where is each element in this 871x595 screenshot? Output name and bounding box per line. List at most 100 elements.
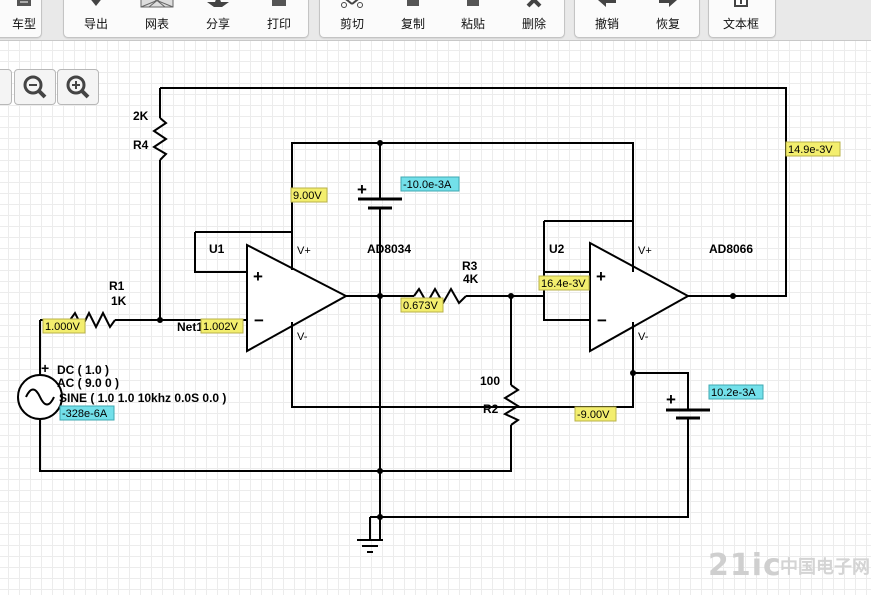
probe-v-9[interactable]: 9.00V (290, 187, 328, 203)
junction-dots (157, 140, 736, 520)
zoom-fit-button[interactable] (0, 69, 12, 105)
delete-label: 删除 (521, 17, 546, 31)
u2-minus: − (597, 311, 607, 330)
resistor-r2[interactable] (498, 384, 520, 426)
probe-v-9-text: 9.00V (293, 190, 322, 202)
watermark-logo: 21ic (708, 548, 782, 583)
zoom-out-icon (23, 75, 47, 99)
u1-part: AD8034 (367, 242, 411, 256)
probe-v-out-text: 14.9e-3V (788, 144, 833, 156)
resistor-r3[interactable] (413, 286, 467, 306)
probe-v-neg9-text: -9.00V (577, 409, 610, 421)
r4-value: 2K (133, 109, 149, 123)
delete-x-icon (526, 0, 542, 8)
undo-label: 撤销 (594, 17, 619, 31)
share-button[interactable]: 分享 (196, 0, 240, 38)
u1-vplus: V+ (297, 245, 311, 257)
netlist-label: 网表 (144, 17, 169, 31)
opamp-u1[interactable] (246, 243, 349, 353)
probe-i-right-battery[interactable]: 10.2e-3A (708, 384, 764, 400)
paste-button[interactable]: 粘贴 (451, 0, 495, 38)
copy-icon (407, 0, 419, 6)
print-label: 打印 (266, 17, 291, 31)
zoom-in-icon (66, 75, 90, 99)
redo-arrow-icon (659, 0, 677, 7)
schematic-canvas[interactable] (0, 41, 871, 595)
delete-button[interactable]: 删除 (512, 0, 556, 38)
zoom-in-button[interactable] (57, 69, 99, 105)
car-model-button[interactable]: 车型 (2, 0, 46, 38)
wires (39, 87, 787, 540)
probe-v-u2in[interactable]: 16.4e-3V (538, 275, 590, 291)
netlist-grid-icon (140, 0, 174, 8)
paste-icon (467, 0, 479, 6)
copy-button[interactable]: 复制 (391, 0, 435, 38)
r1-name: R1 (109, 279, 125, 293)
printer-icon (272, 0, 286, 6)
probe-v-net-text: 1.002V (203, 321, 239, 333)
battery-top-plus: + (357, 180, 367, 199)
copy-label: 复制 (400, 17, 425, 31)
probe-i-source[interactable]: -328e-6A (59, 405, 115, 421)
probe-v-out[interactable]: 14.9e-3V (785, 141, 841, 157)
share-label: 分享 (205, 17, 230, 31)
export-button[interactable]: 导出 (74, 0, 118, 38)
toolbar-group-history (574, 0, 700, 38)
r4-name: R4 (133, 138, 149, 152)
source-ac: AC ( 9.0 0 ) (57, 376, 119, 390)
ground-symbol (357, 539, 383, 553)
resistor-r4[interactable] (152, 117, 168, 161)
probe-v-u1out[interactable]: 0.673V (400, 297, 444, 313)
car-model-label: 车型 (11, 17, 36, 31)
undo-arrow-icon (598, 0, 616, 7)
toolbar-group-file (0, 0, 42, 38)
r2-name: R2 (483, 402, 499, 416)
probe-i-top-battery[interactable]: -10.0e-3A (400, 176, 460, 192)
opamp-u2[interactable] (589, 241, 691, 353)
print-button[interactable]: 打印 (257, 0, 301, 38)
netlist-button[interactable]: 网表 (135, 0, 179, 38)
u1-minus: − (254, 311, 264, 330)
r2-value: 100 (480, 374, 500, 388)
scissors-icon (341, 0, 363, 8)
u2-vminus: V- (638, 331, 649, 343)
probe-i-source-text: -328e-6A (62, 408, 108, 420)
r3-value: 4K (463, 272, 479, 286)
cut-button[interactable]: 剪切 (330, 0, 374, 38)
toolbar-group-export (63, 0, 309, 38)
probe-v-in-text: 1.000V (45, 321, 81, 333)
textbox-button[interactable]: 文本框 (717, 0, 765, 38)
undo-button[interactable]: 撤销 (585, 0, 629, 38)
battery-right[interactable] (666, 383, 710, 425)
probe-v-u2in-text: 16.4e-3V (541, 278, 586, 290)
probe-v-in[interactable]: 1.000V (42, 318, 86, 334)
source-plus: + (41, 360, 49, 376)
redo-button[interactable]: 恢复 (646, 0, 690, 38)
source-dc: DC ( 1.0 ) (57, 363, 109, 377)
redo-label: 恢复 (655, 17, 680, 31)
export-label: 导出 (83, 17, 108, 31)
star-icon (207, 0, 229, 7)
battery-top[interactable] (358, 175, 402, 210)
u2-vplus: V+ (638, 245, 652, 257)
probe-v-u1out-text: 0.673V (403, 300, 439, 312)
probe-v-neg9[interactable]: -9.00V (574, 406, 617, 422)
textbox-icon (734, 0, 748, 7)
r3-name: R3 (462, 259, 478, 273)
u1-plus: + (253, 267, 263, 286)
ac-source[interactable] (17, 374, 63, 420)
u1-name: U1 (209, 242, 225, 256)
u2-part: AD8066 (709, 242, 753, 256)
toolbar-group-edit (319, 0, 565, 38)
source-sine: SINE ( 1.0 1.0 10khz 0.0S 0.0 ) (59, 391, 226, 405)
zoom-out-button[interactable] (14, 69, 56, 105)
probe-v-net[interactable]: 1.002V (200, 318, 244, 334)
paste-label: 粘贴 (460, 17, 485, 31)
probe-i-right-battery-text: 10.2e-3A (711, 387, 756, 399)
toolbar: 车型 导出 网表 分享 打印 剪切 复制 粘贴 删除 撤销 恢复 文本 (0, 0, 871, 41)
cut-label: 剪切 (339, 17, 364, 31)
document-icon (17, 0, 31, 6)
u2-name: U2 (549, 242, 565, 256)
resistor-r1[interactable] (69, 310, 116, 330)
